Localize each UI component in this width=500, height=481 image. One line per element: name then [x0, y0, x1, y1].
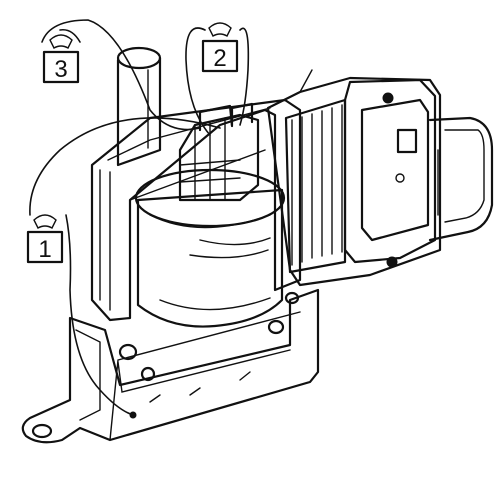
bolt-hole: [267, 319, 285, 335]
module-screw: [386, 256, 398, 268]
module-screw: [382, 92, 394, 104]
mounting-bracket: [21, 288, 320, 444]
high-tension-post: [116, 46, 162, 167]
callout-box: [201, 39, 239, 73]
callout-3: 3: [42, 34, 80, 84]
probe-wires: [29, 19, 250, 416]
bolt-hole: [118, 343, 138, 361]
ignition-coil: [134, 102, 286, 328]
callout-box: [26, 230, 64, 264]
bolt-hole: [140, 366, 156, 382]
probe-clip-icon: [33, 214, 57, 229]
callout-label: 2: [213, 45, 226, 72]
wire-1: [29, 117, 221, 216]
probe-clip-icon: [208, 22, 232, 37]
wire-3: [41, 19, 201, 131]
callout-label: 1: [38, 236, 51, 263]
callout-label: 3: [54, 56, 67, 83]
ignition-control-module: [266, 69, 494, 287]
callout-box: [42, 50, 80, 84]
bolt-hole: [284, 291, 300, 305]
coil-frame: [90, 98, 302, 322]
wire-2: [185, 27, 211, 136]
callout-2: 2: [201, 22, 239, 73]
callout-1: 1: [26, 214, 64, 264]
mounting-hole: [31, 423, 53, 439]
probe-clip-icon: [49, 34, 73, 49]
